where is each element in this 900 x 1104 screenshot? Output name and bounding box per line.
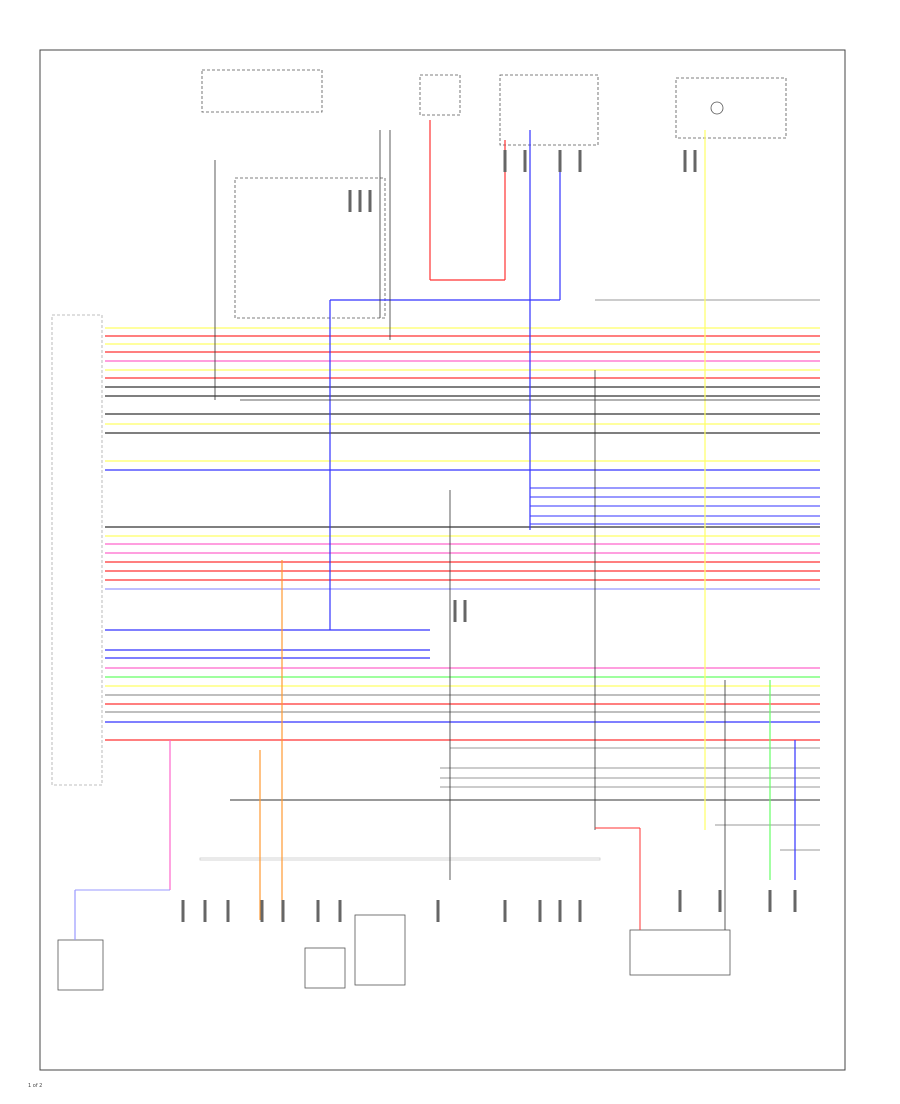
connector-pin-1 — [203, 900, 207, 922]
connector-pin-22 — [578, 150, 582, 172]
connector-pin-7 — [436, 900, 440, 922]
connector-pin-26 — [463, 600, 467, 622]
connector-pin-18 — [368, 190, 372, 212]
connector-pin-24 — [693, 150, 697, 172]
connector-pin-14 — [768, 890, 772, 912]
connector-pin-3 — [260, 900, 264, 922]
connector-pin-21 — [558, 150, 562, 172]
connector-pin-16 — [348, 190, 352, 212]
top-components — [201, 69, 787, 319]
connector-pin-12 — [678, 890, 682, 912]
connector-pin-17 — [358, 190, 362, 212]
connector-pin-25 — [453, 600, 457, 622]
connector-pin-2 — [226, 900, 230, 922]
connector-pin-10 — [558, 900, 562, 922]
connector-pin-19 — [503, 150, 507, 172]
connector-pin-15 — [793, 890, 797, 912]
engine-control-module — [51, 314, 103, 786]
connector-pin-8 — [503, 900, 507, 922]
connector-pins — [181, 150, 797, 922]
diagram-code: 1 of 2 — [28, 1083, 43, 1089]
connector-pin-11 — [578, 900, 582, 922]
connector-pin-0 — [181, 900, 185, 922]
connector-pin-20 — [523, 150, 527, 172]
connector-pin-9 — [538, 900, 542, 922]
connector-pin-5 — [316, 900, 320, 922]
connector-pin-23 — [683, 150, 687, 172]
wire-harness — [74, 120, 820, 940]
connector-pin-6 — [338, 900, 342, 922]
connector-pin-4 — [281, 900, 285, 922]
diagram-frame — [39, 49, 846, 1071]
connector-pin-13 — [718, 890, 722, 912]
bottom-components — [57, 857, 731, 991]
